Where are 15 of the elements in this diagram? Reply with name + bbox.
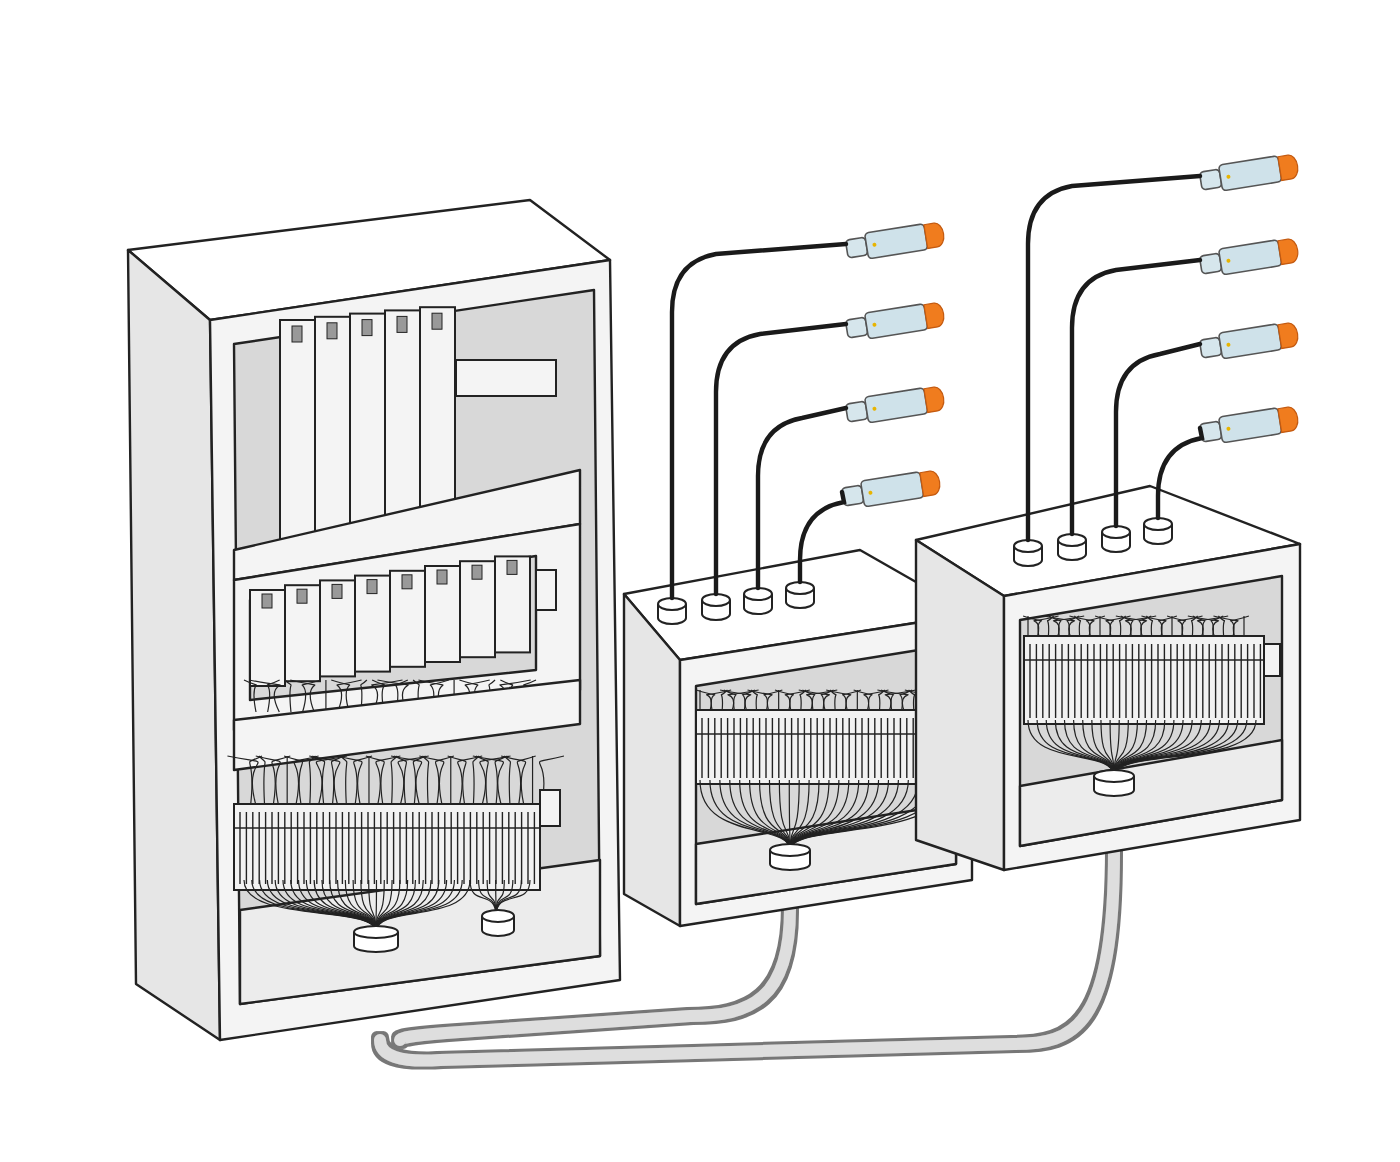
sensor-cable: [1155, 425, 1205, 521]
sensor-cable: [1113, 341, 1203, 529]
sensor-drawing: [842, 464, 942, 512]
sensor-drawing: [1200, 316, 1300, 364]
sensor-cable: [755, 405, 849, 591]
sensor-drawing: [846, 296, 946, 344]
sensor-drawing: [1200, 148, 1300, 196]
sensor-drawing: [1200, 232, 1300, 280]
sensor-drawing: [846, 380, 946, 428]
sensor-cable: [1069, 257, 1203, 537]
sensor-drawing: [846, 216, 946, 264]
sensor-drawing: [1200, 400, 1300, 448]
sensor-cable: [713, 321, 849, 597]
sensor-cable: [797, 489, 847, 585]
sensor-cable: [1025, 173, 1203, 543]
